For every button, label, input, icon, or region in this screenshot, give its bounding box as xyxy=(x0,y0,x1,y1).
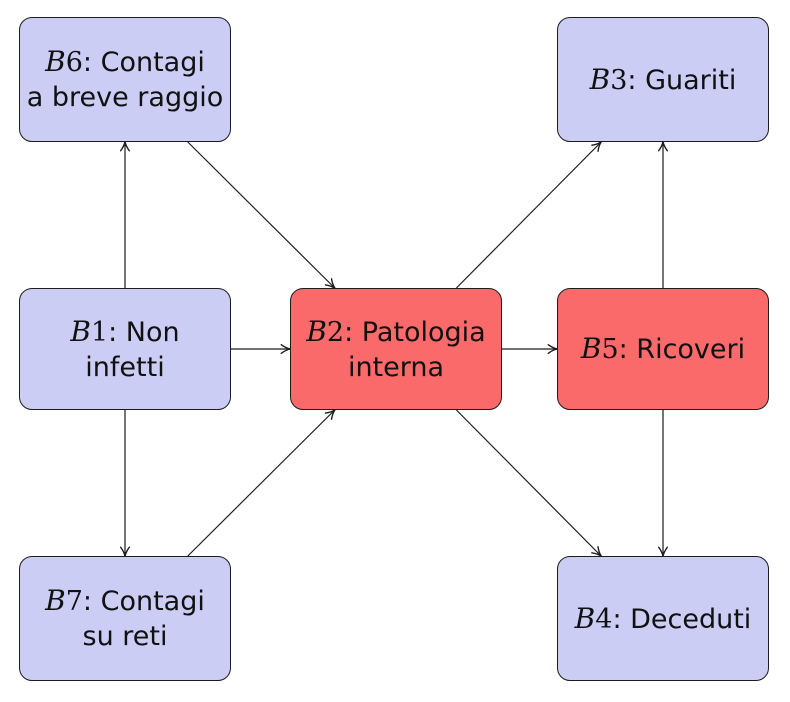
node-var-letter: B xyxy=(574,601,596,635)
node-var-number: 4 xyxy=(595,603,613,635)
node-label-line: a breve raggio xyxy=(26,82,224,113)
node-var-letter: B xyxy=(580,332,602,365)
edge-b2-to-b4 xyxy=(455,409,603,558)
node-var-number: 1 xyxy=(90,316,109,348)
node-b4: B4: Deceduti xyxy=(557,556,769,681)
node-label-text: : Patologia xyxy=(344,316,486,348)
node-label-line: B1: Non xyxy=(70,314,179,350)
node-var-number: 7 xyxy=(65,586,83,617)
node-label-text: : Contagi xyxy=(82,47,205,78)
node-var-number: 5 xyxy=(601,334,619,365)
node-var-number: 3 xyxy=(610,64,628,96)
node-var-number: 6 xyxy=(65,47,83,78)
node-label-text: : Deceduti xyxy=(612,603,752,635)
node-b5: B5: Ricoveri xyxy=(557,288,769,410)
node-var-letter: B xyxy=(45,584,66,617)
node-var-letter: B xyxy=(45,45,66,78)
node-var-number: 2 xyxy=(326,316,345,348)
edge-b7-to-b2 xyxy=(187,408,336,557)
node-var-letter: B xyxy=(306,314,327,348)
node-var-letter: B xyxy=(589,62,611,96)
edge-b2-to-b3 xyxy=(455,140,603,289)
node-label-line: B6: Contagi xyxy=(45,44,205,80)
edge-b6-to-b2 xyxy=(187,141,336,290)
node-label-text: : Guariti xyxy=(627,64,737,96)
node-label-line: B5: Ricoveri xyxy=(581,331,745,367)
node-label-line: interna xyxy=(347,351,445,383)
node-label-line: B3: Guariti xyxy=(590,62,737,98)
node-label-text: : Ricoveri xyxy=(618,334,746,365)
node-b3: B3: Guariti xyxy=(557,17,769,142)
node-label-line: infetti xyxy=(85,351,165,383)
node-label-text: : Contagi xyxy=(82,586,205,617)
node-label-line: B7: Contagi xyxy=(45,583,205,619)
node-var-letter: B xyxy=(70,314,91,348)
node-label-line: B4: Deceduti xyxy=(575,601,752,637)
node-label-text: : Non xyxy=(108,316,180,348)
node-label-line: B2: Patologia xyxy=(306,314,485,350)
node-label-line: su reti xyxy=(82,621,168,652)
